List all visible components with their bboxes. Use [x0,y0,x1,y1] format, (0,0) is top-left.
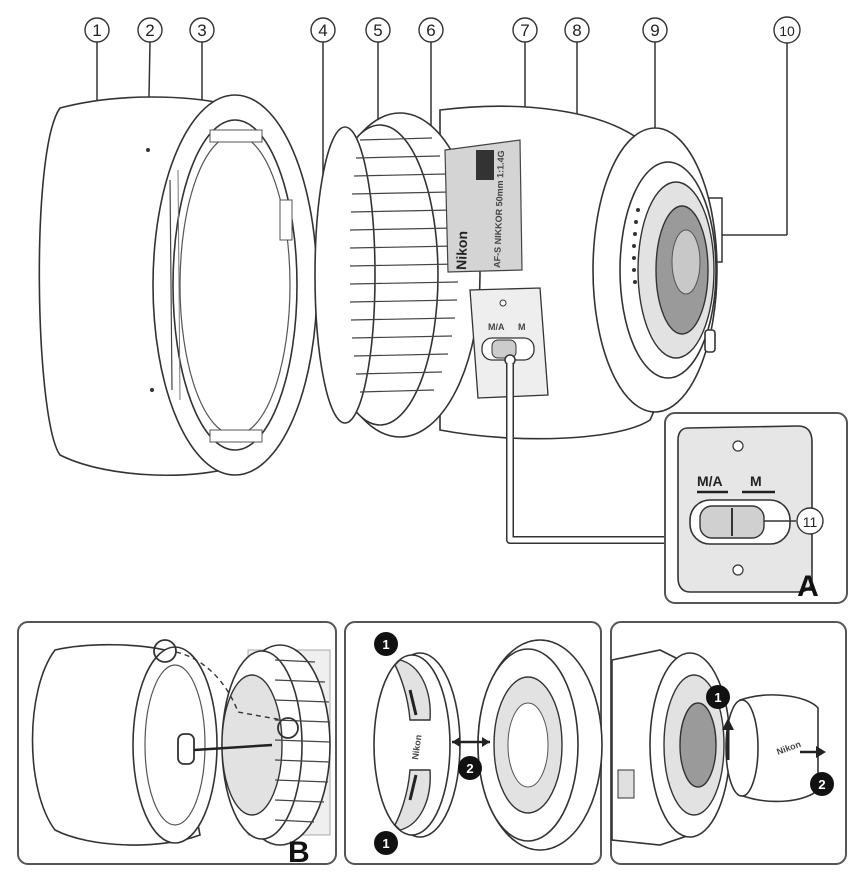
callout-11 [796,507,824,535]
cpu-contacts [632,208,640,284]
callout-1: 1 [84,17,110,43]
step-2-label: 2 [466,761,473,776]
step-1-top-label: 1 [382,637,389,652]
callout-8-label: 8 [572,21,581,40]
hood-mark-circle-left [177,733,195,765]
callout-10: 10 [773,16,801,44]
callout-3: 3 [189,17,215,43]
callout-4: 4 [310,17,336,43]
hood-mark-circle-top [153,639,177,663]
lens-body: Nikon AF-S NIKKOR 50mm 1:1.4G M/A M [314,105,718,440]
lens-mark-circle [277,717,299,739]
rear-step-2-bullet: 2 [810,772,834,796]
step-1-bottom-label: 1 [382,836,389,851]
callout-10-label: 10 [779,23,795,39]
inset-a: M/A M 11 A [664,412,848,604]
panel-b: B [17,621,337,869]
brand-text: Nikon [453,231,470,270]
callout-2-label: 2 [145,21,154,40]
step-1-bullet-top: 1 [374,632,398,656]
callout-11-label: 11 [803,514,818,530]
callout-5: 5 [365,17,391,43]
lens-hood [38,94,318,477]
panel-b-letter: B [288,836,310,869]
callout-9: 9 [642,17,668,43]
callout-9-label: 9 [650,21,659,40]
rear-step-1-label: 1 [714,690,721,705]
distance-window [476,150,494,180]
inset-switch-ma-label: M/A [697,473,723,489]
lens-switch-m-label: M [518,322,526,332]
inset-a-letter: A [797,570,819,603]
hood-alignment-mark [146,148,150,152]
callout-3-label: 3 [197,21,206,40]
callout-7-label: 7 [520,21,529,40]
callout-2: 2 [137,17,163,43]
lens-label-plate [444,139,523,273]
callout-1-label: 1 [92,21,101,40]
panel-b-ribs [274,659,331,823]
callout-4-label: 4 [318,21,327,40]
front-cap-brand: Nikon [410,734,423,760]
callout-6: 6 [418,17,444,43]
callout-8: 8 [564,17,590,43]
mount-lever [704,329,716,353]
lens-switch-ma-label: M/A [488,322,505,332]
callout-5-label: 5 [373,21,382,40]
step-1-bullet-bottom: 1 [374,831,398,855]
hood-mounting-mark [150,388,154,392]
step-2-bullet: 2 [458,756,482,780]
panel-rear-cap: Nikon 1 2 [610,621,847,865]
lens-focus-switch-panel: M/A M [469,287,549,399]
inset-switch-m-label: M [750,473,762,489]
panel-front-cap: Nikon 1 1 2 [344,621,603,865]
callout-6-label: 6 [426,21,435,40]
rear-step-1-bullet: 1 [706,685,730,709]
rear-step-2-label: 2 [818,777,825,792]
callout-7: 7 [512,17,538,43]
focus-ring-ribs [349,137,459,393]
model-text: AF-S NIKKOR 50mm 1:1.4G [492,150,506,268]
